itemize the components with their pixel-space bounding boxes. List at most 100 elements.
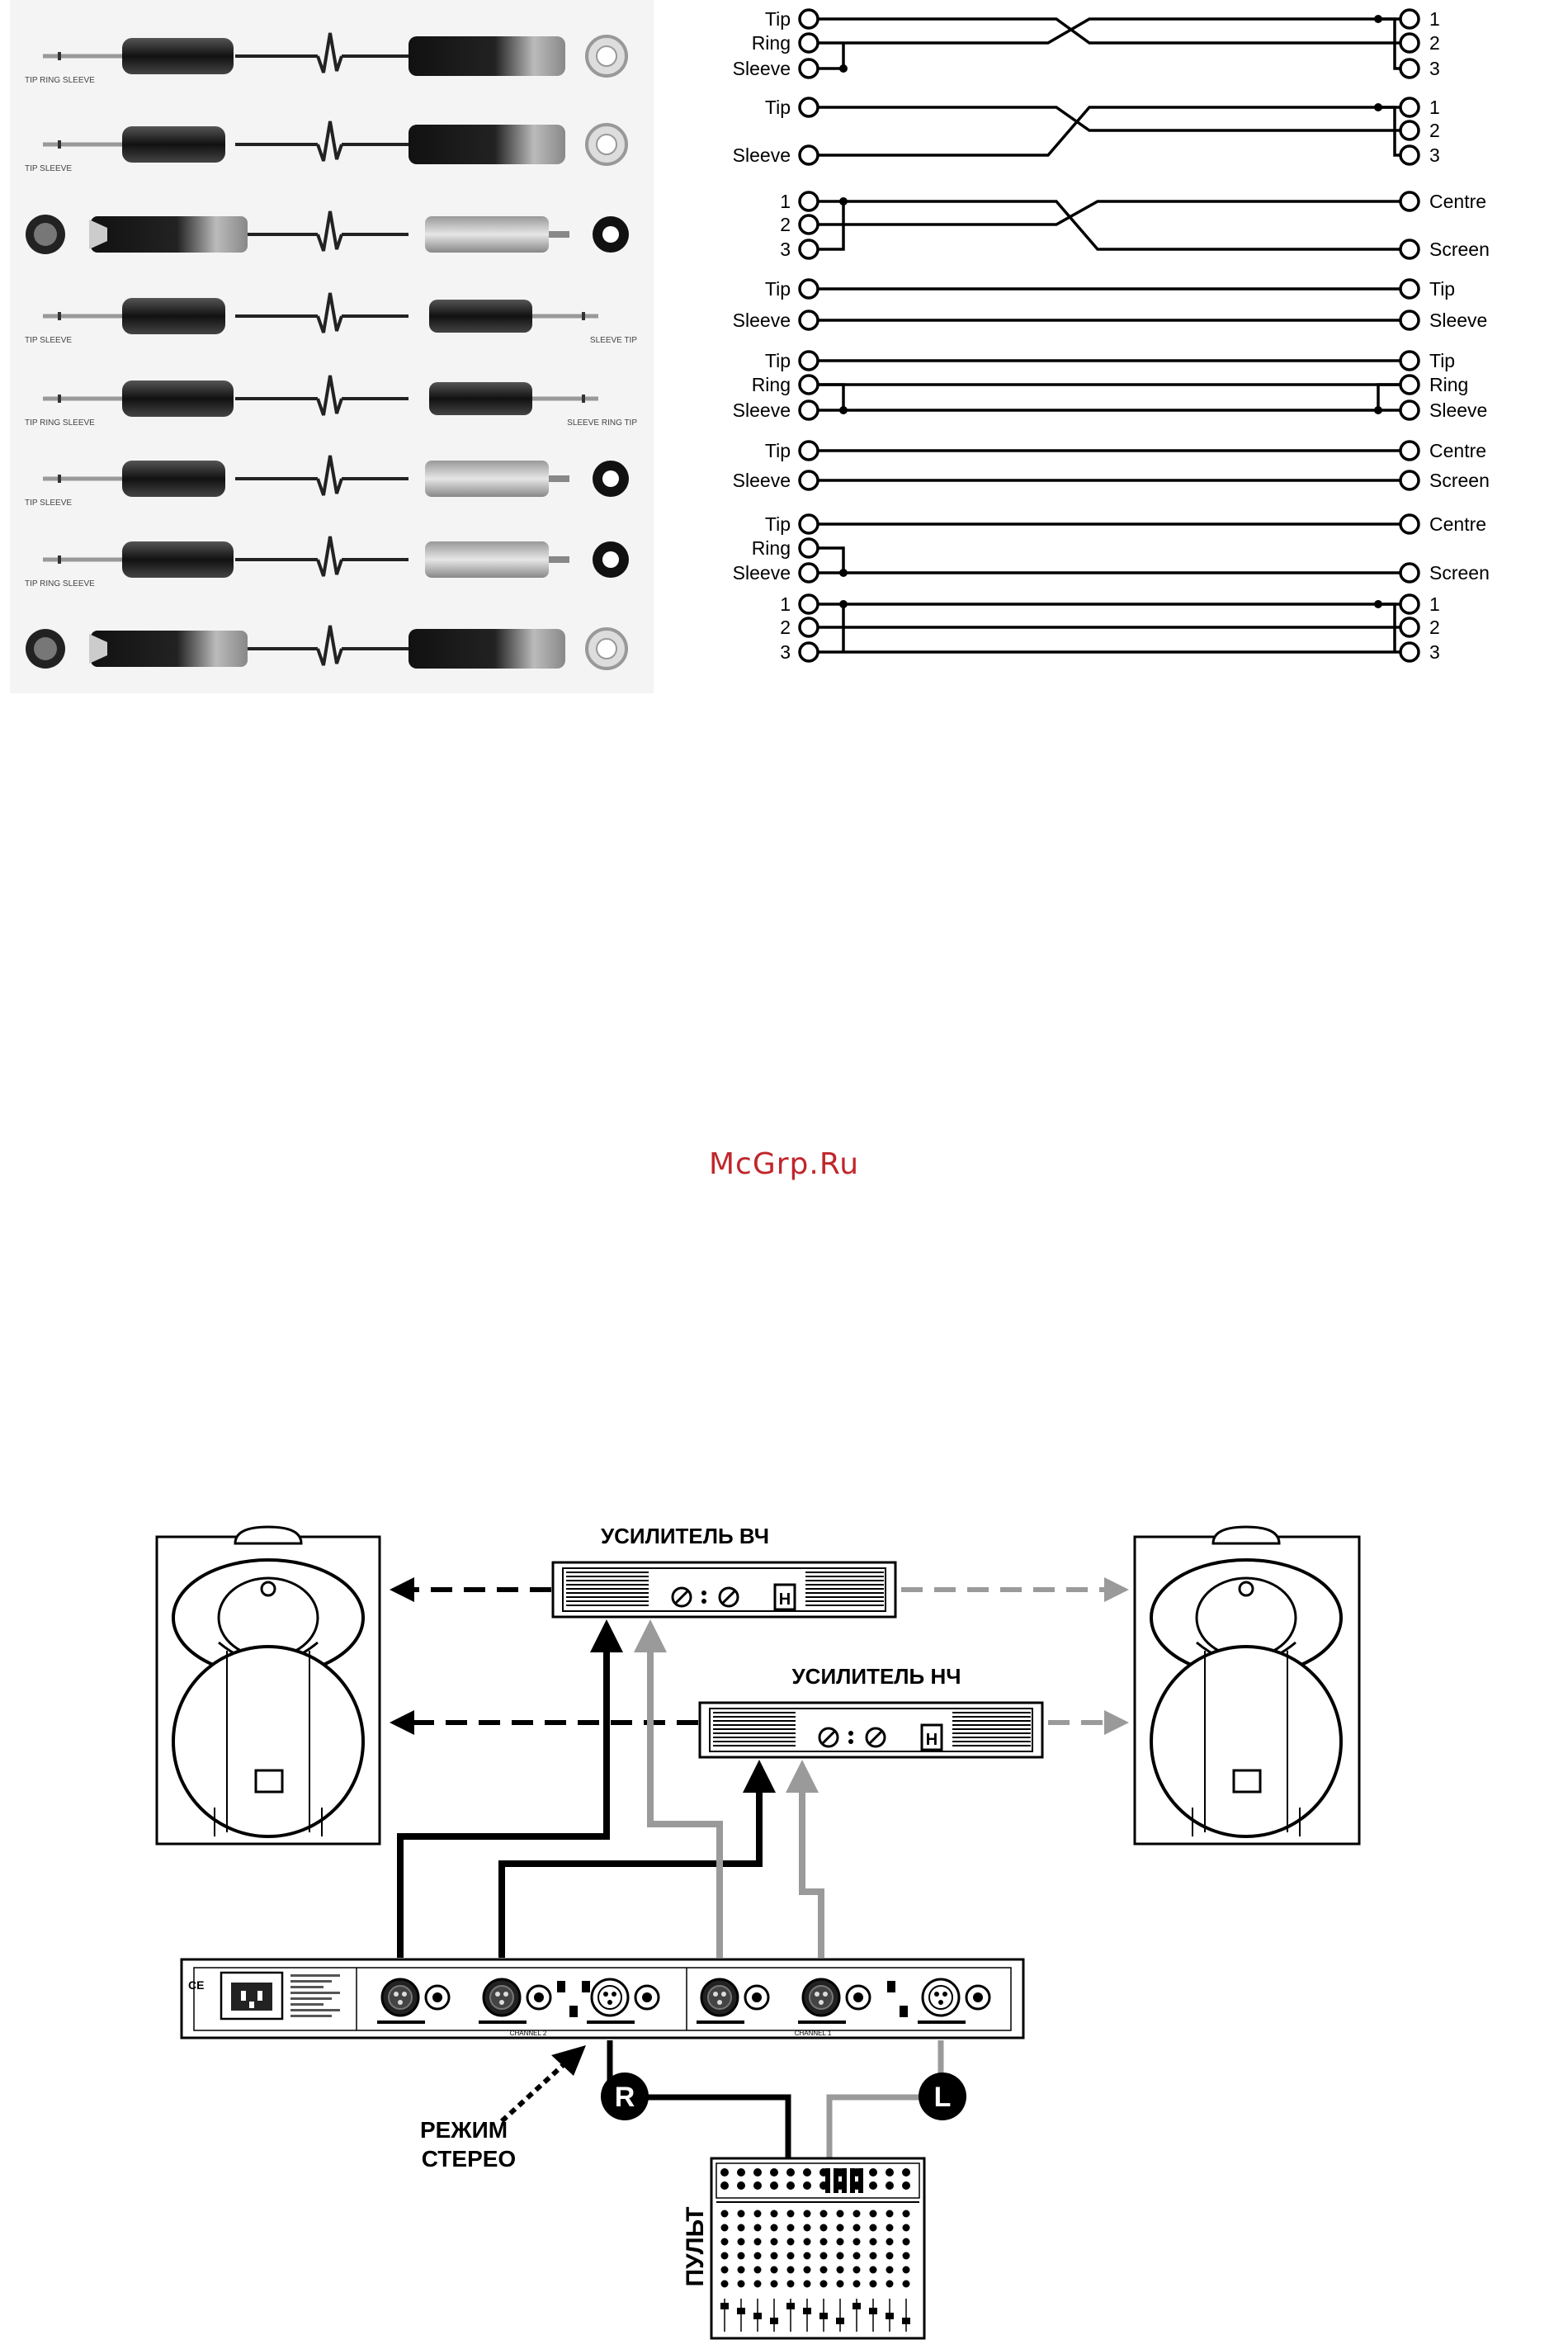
wiring-pin-label: Screen: [1429, 239, 1490, 260]
channel-2-label: CHANNEL 2: [510, 2030, 547, 2037]
ce-mark-icon: CE: [188, 1978, 204, 1992]
system-setup-diagram: УСИЛИТЕЛЬ ВЧ H УСИЛИТЕЛЬ НЧ H: [155, 1524, 1361, 2340]
wiring-pin-label: Tip: [765, 513, 791, 535]
mode-pointer-arrow: [499, 2057, 572, 2124]
mixing-console: [710, 2157, 926, 2340]
connector-row: TIP SLEEVE SLEEVE TIP: [25, 292, 637, 345]
wiring-pin-label: 3: [1429, 58, 1440, 79]
connector-label: TIP RING SLEEVE: [25, 579, 95, 588]
wiring-pin-label: 1: [780, 191, 791, 212]
connector-row: TIP RING SLEEVE: [25, 32, 628, 85]
wiring-pin-label: Tip: [1429, 350, 1455, 371]
connector-label: TIP SLEEVE: [25, 164, 72, 173]
watermark: McGrp.Ru: [708, 1147, 860, 1181]
wiring-pin-label: 2: [780, 617, 791, 638]
left-speaker: [155, 1525, 381, 1846]
mode-label-line1: РЕЖИМ: [420, 2117, 508, 2143]
wiring-pin-label: Sleeve: [733, 144, 791, 166]
connector-illustrations: TIP RING SLEEVE TIP SLEEVE TIP SLEEVE SLEEV…: [10, 0, 654, 693]
amp-hf-logo-icon: H: [779, 1590, 791, 1609]
amplifier-hf: H: [551, 1561, 897, 1619]
connector-label: TIP SLEEVE: [25, 499, 72, 508]
mixer-right-cable: [607, 2040, 791, 2160]
wiring-pin-label: Sleeve: [733, 470, 791, 491]
wiring-pin-label: Ring: [1429, 374, 1468, 395]
wiring-pin-label: Ring: [752, 374, 791, 395]
mixer-label: ПУЛЬТ: [682, 2207, 709, 2287]
wiring-pin-label: 1: [780, 593, 791, 615]
channel-1-label: CHANNEL 1: [795, 2030, 832, 2037]
wiring-pin-label: Sleeve: [1429, 399, 1487, 421]
badge-l-text: L: [934, 2082, 952, 2113]
badge-l: [919, 2073, 966, 2120]
panel-switch: [569, 2006, 578, 2017]
wiring-pin-label: 2: [1429, 120, 1440, 141]
connector-row: TIP RING SLEEVE: [25, 536, 629, 588]
wiring-pin-label: Screen: [1429, 470, 1490, 491]
wiring-pin-label: 3: [1429, 144, 1440, 166]
ch2-high-to-hf-cable: [397, 1619, 623, 1958]
panel-switch: [900, 2006, 908, 2017]
wiring-pin-label: Sleeve: [733, 562, 791, 584]
wiring-pin-label: Tip: [765, 278, 791, 300]
wiring-pin-label: Tip: [765, 97, 791, 118]
wiring-pin-label: Centre: [1429, 440, 1486, 461]
wiring-pin-label: 3: [780, 641, 791, 663]
wiring-pin-label: Sleeve: [1429, 310, 1487, 331]
connector-row: [26, 625, 628, 670]
wiring-pin-label: Ring: [752, 32, 791, 54]
wiring-pin-label: 1: [1429, 97, 1440, 118]
wiring-pin-label: 1: [1429, 8, 1440, 30]
wiring-pin-label: Tip: [765, 350, 791, 371]
wiring-schematics: TipRingSleeve123TipSleeve123123CentreScr…: [733, 8, 1490, 663]
wiring-pin-label: Sleeve: [733, 58, 791, 79]
amp-lf-label: УСИЛИТЕЛЬ НЧ: [792, 1664, 961, 1689]
panel-switch: [557, 1981, 565, 1992]
wiring-pin-label: 3: [1429, 641, 1440, 663]
wiring-pin-label: 2: [1429, 617, 1440, 638]
connector-label: TIP SLEEVE: [25, 336, 72, 345]
connector-row: TIP RING SLEEVE SLEEVE RING TIP: [25, 375, 637, 428]
connector-label: TIP RING SLEEVE: [25, 76, 95, 85]
amp-lf-logo-icon: H: [926, 1731, 937, 1749]
connector-label: TIP RING SLEEVE: [25, 418, 95, 428]
wiring-pin-label: Tip: [1429, 278, 1455, 300]
wiring-pin-label: Tip: [765, 8, 791, 30]
connector-label: SLEEVE TIP: [590, 336, 637, 345]
connector-row: [26, 210, 629, 254]
mixer-left-cable: [826, 2040, 944, 2160]
wiring-pin-label: 1: [1429, 593, 1440, 615]
wiring-pin-label: Centre: [1429, 191, 1486, 212]
ch1-low-to-lf-cable: [786, 1760, 824, 1958]
badge-r-text: R: [615, 2082, 635, 2113]
mode-label-line2: СТЕРЕО: [422, 2146, 516, 2172]
wiring-pin-label: Sleeve: [733, 399, 791, 421]
wiring-pin-label: Screen: [1429, 562, 1490, 584]
panel-switch: [887, 1981, 895, 1992]
panel-switch: [582, 1981, 590, 1992]
amp-hf-label: УСИЛИТЕЛЬ ВЧ: [601, 1524, 769, 1548]
ch1-high-to-hf-cable: [634, 1619, 723, 1958]
wiring-pin-label: Centre: [1429, 513, 1486, 535]
wiring-pin-label: 2: [1429, 32, 1440, 54]
crossover-rear-panel: CE CHANNEL 2 CHANNEL 1: [180, 1958, 1025, 2039]
wiring-pin-label: 3: [780, 239, 791, 260]
connector-row: TIP SLEEVE: [25, 121, 628, 173]
connector-label: SLEEVE RING TIP: [567, 418, 637, 428]
wiring-pin-label: Ring: [752, 537, 791, 559]
connector-row: TIP SLEEVE: [25, 455, 629, 508]
right-speaker: [1133, 1525, 1361, 1846]
badge-r: [601, 2073, 649, 2120]
ch2-low-to-lf-cable: [498, 1760, 776, 1958]
wiring-pin-label: Tip: [765, 440, 791, 461]
wiring-pin-label: 2: [780, 214, 791, 235]
